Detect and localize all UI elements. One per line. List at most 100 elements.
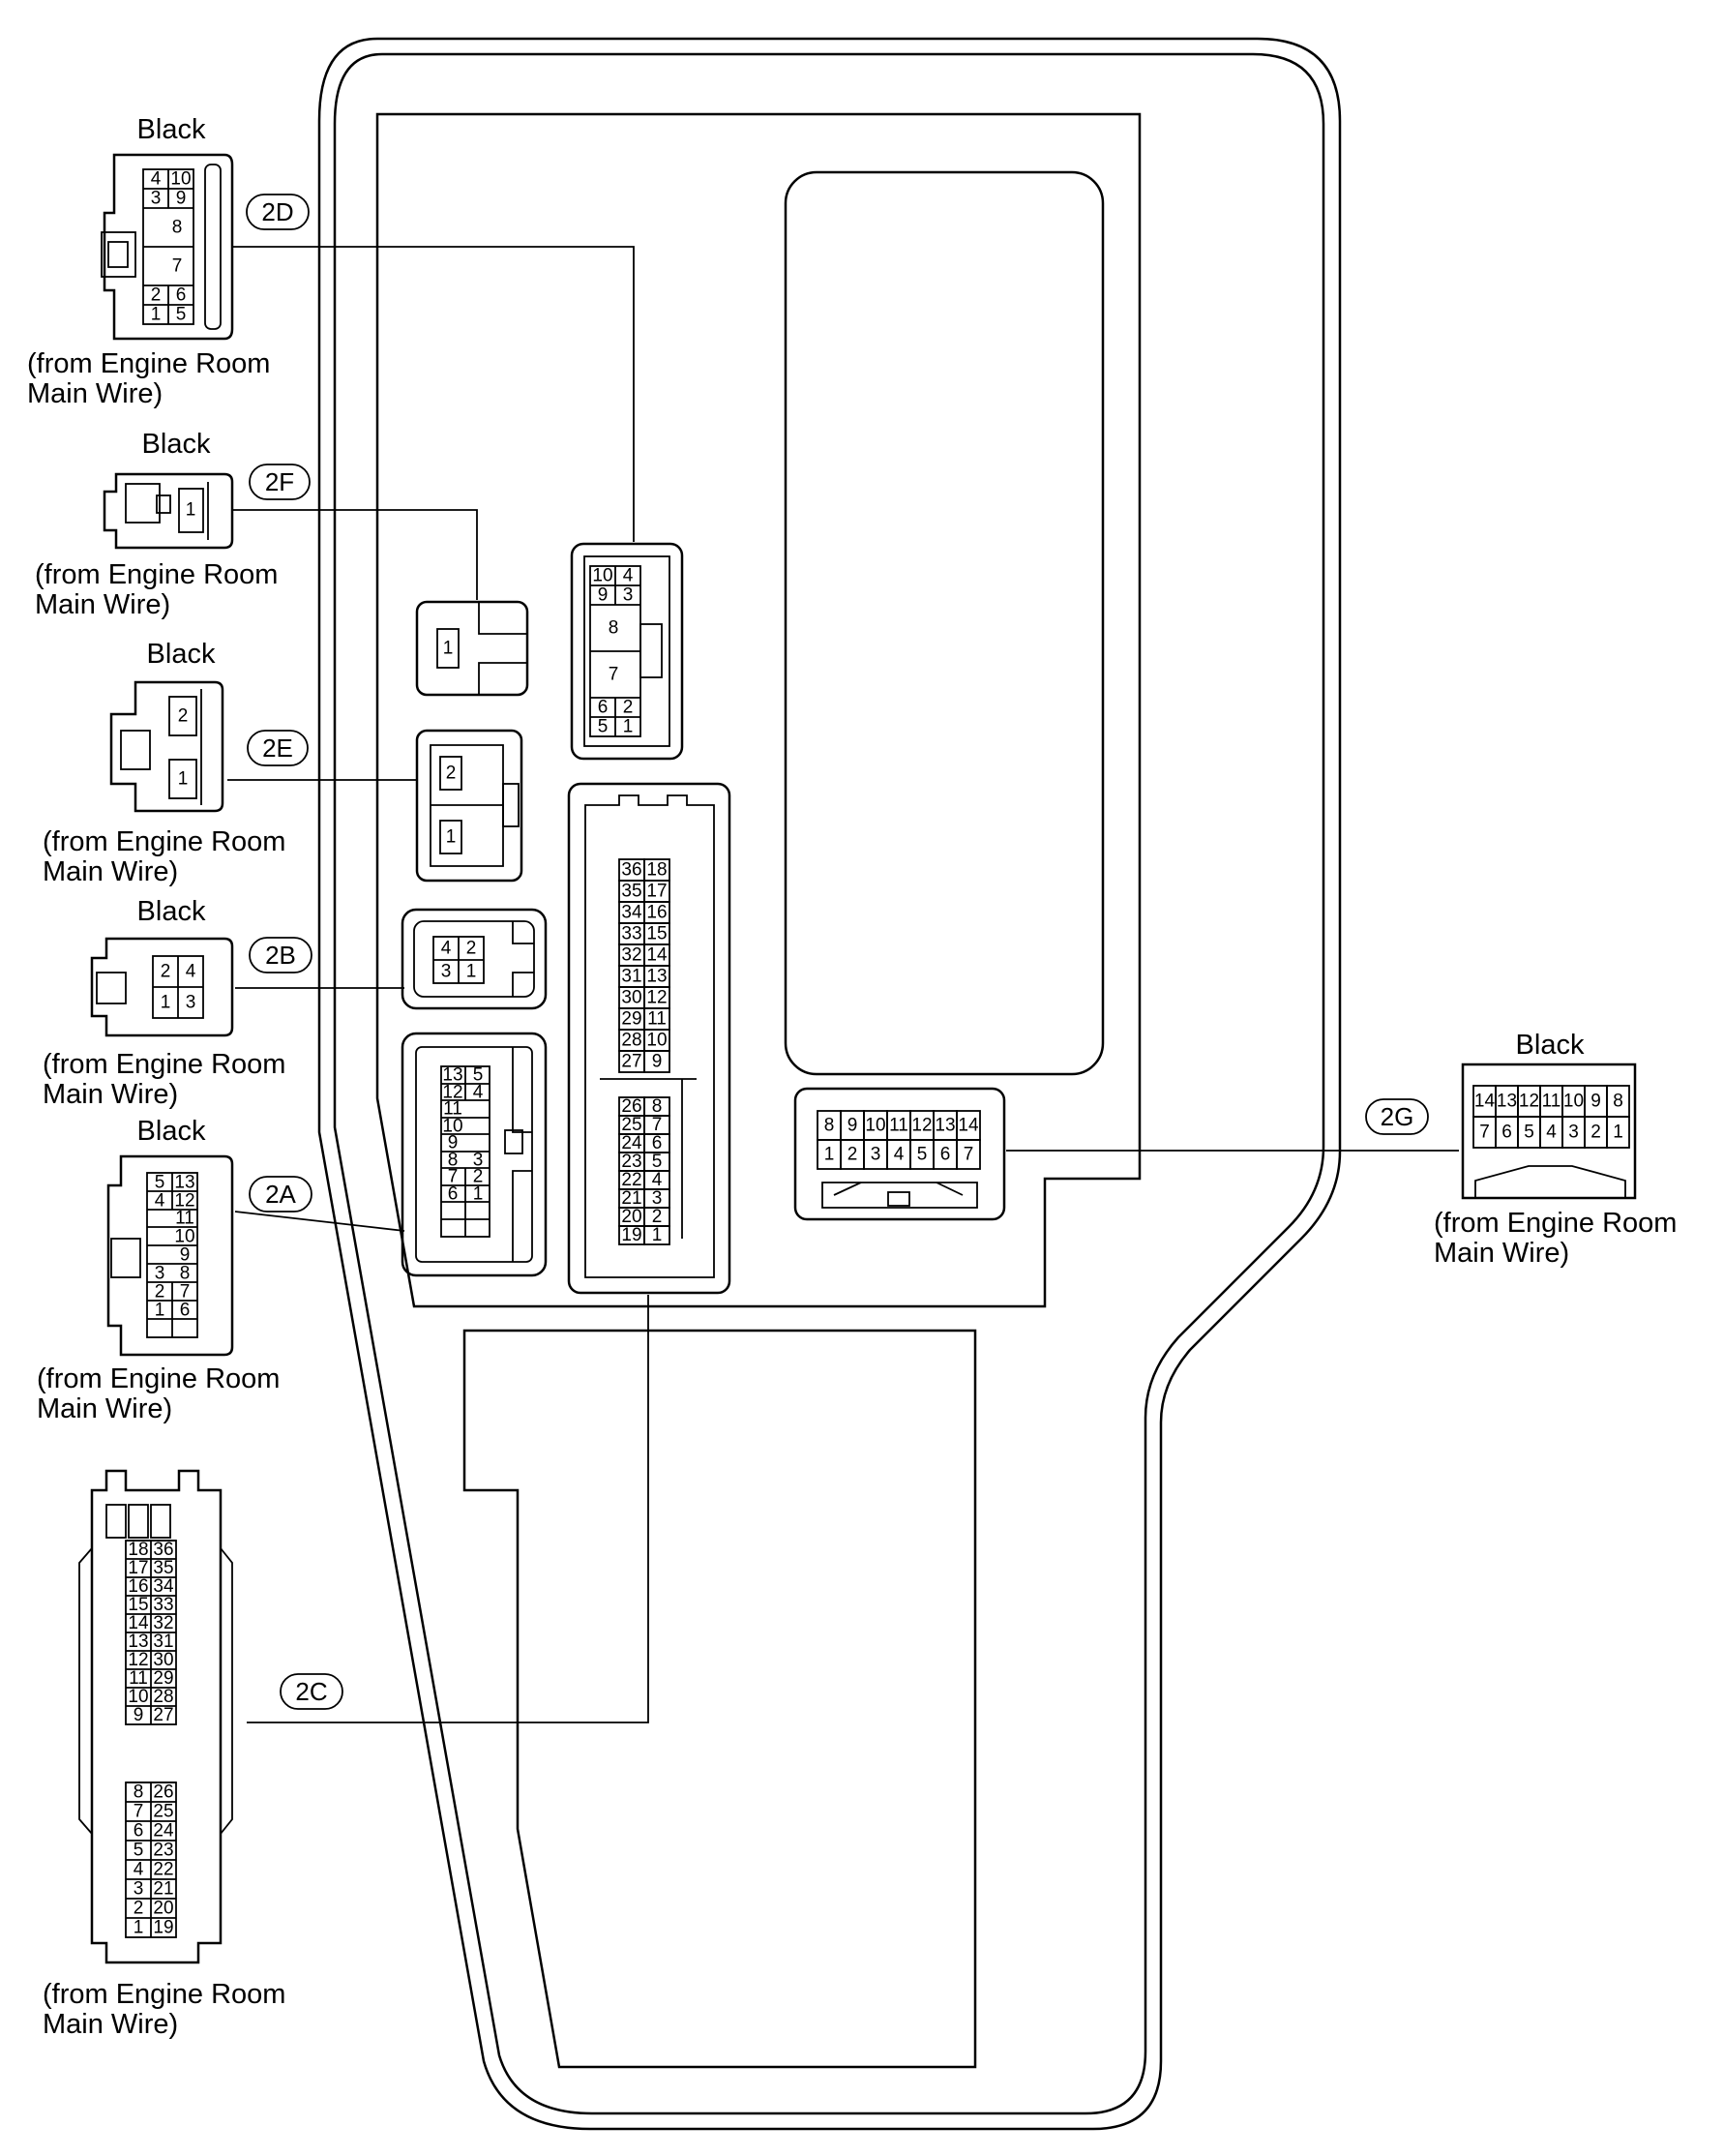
pin-2C-22: 22 (153, 1860, 173, 1880)
socket-pin-2C-31: 31 (621, 967, 641, 987)
socket-pin-grid-2A: 13 5 12 4 11 10 9 8 3 7 2 6 1 (440, 1065, 490, 1238)
socket-pin-2D-1: 1 (623, 717, 634, 737)
socket-pin-2G-4: 4 (894, 1145, 905, 1165)
socket-2B: 4 2 3 1 (401, 908, 548, 1010)
pin-2C-24: 24 (153, 1821, 174, 1842)
socket-pin-2G-5: 5 (917, 1145, 928, 1165)
note-2F-line1: (from Engine Room (35, 559, 278, 590)
pin-2C-11: 11 (129, 1668, 148, 1689)
socket-pin-2G-7: 7 (964, 1145, 974, 1165)
pin-2C-10: 10 (128, 1687, 148, 1707)
socket-pin-2E-2: 2 (446, 764, 457, 784)
pin-2D-1: 1 (151, 305, 162, 325)
color-label-2B: Black (137, 896, 206, 927)
connector-2A: 5 13 4 12 11 10 9 3 8 2 7 1 6 (106, 1154, 234, 1357)
pin-2G-1: 1 (1613, 1123, 1623, 1143)
pin-2C-30: 30 (153, 1650, 173, 1670)
callout-2E: 2E (247, 730, 309, 766)
pin-2D-3: 3 (151, 189, 162, 209)
pin-2C-34: 34 (153, 1576, 174, 1597)
socket-pin-2C-28: 28 (621, 1031, 641, 1051)
socket-pin-2C-32: 32 (621, 945, 641, 966)
pin-2A-2: 2 (155, 1282, 165, 1303)
socket-pin-2C-11: 11 (647, 1009, 667, 1030)
pin-2C-15: 15 (128, 1595, 148, 1615)
leader-lines (227, 246, 1459, 1723)
pin-2C-16: 16 (128, 1576, 148, 1597)
pin-2A-8: 8 (180, 1264, 191, 1284)
pin-2C-2: 2 (134, 1899, 144, 1919)
socket-pin-2C-19: 19 (621, 1225, 641, 1245)
pin-2A-3: 3 (155, 1264, 165, 1284)
pin-2C-32: 32 (153, 1613, 173, 1633)
pin-2G-3: 3 (1568, 1123, 1579, 1143)
socket-pin-2A-12: 12 (442, 1083, 462, 1103)
callout-2D-text: 2D (261, 197, 293, 226)
pin-2C-33: 33 (153, 1595, 173, 1615)
callout-2A: 2A (249, 1176, 312, 1213)
socket-pin-2A-11: 11 (443, 1099, 462, 1120)
connector-2D: 4 10 3 9 8 7 2 6 1 5 (101, 153, 234, 341)
pin-2C-26: 26 (153, 1782, 173, 1803)
socket-pin-2D-7: 7 (609, 665, 619, 685)
socket-pin-2G-13: 13 (935, 1116, 955, 1136)
socket-pin-2B-1: 1 (466, 962, 477, 982)
socket-pin-2A-3: 3 (473, 1151, 484, 1171)
color-labels: Black Black Black Black Black Black (137, 114, 1585, 1147)
note-2E-line2: Main Wire) (43, 856, 178, 887)
callout-2F: 2F (249, 464, 311, 500)
note-2D-line2: Main Wire) (27, 378, 163, 409)
pin-2C-13: 13 (128, 1632, 148, 1652)
socket-pin-2E-1: 1 (446, 827, 457, 848)
callout-2G-text: 2G (1381, 1102, 1414, 1131)
socket-pin-2B-2: 2 (466, 939, 477, 959)
callout-2E-text: 2E (262, 734, 293, 763)
pin-2C-3: 3 (134, 1879, 144, 1900)
pin-2A-4: 4 (155, 1191, 165, 1212)
socket-pin-2C-20: 20 (621, 1207, 641, 1227)
pin-2G-14: 14 (1474, 1092, 1496, 1112)
color-label-2F: Black (142, 429, 211, 460)
socket-pin-2C-17: 17 (646, 882, 667, 902)
pin-2A-1: 1 (155, 1301, 165, 1321)
callout-2D: 2D (246, 194, 310, 230)
pin-2C-9: 9 (134, 1705, 144, 1725)
pin-2A-5: 5 (155, 1173, 165, 1193)
pin-2A-9: 9 (180, 1245, 191, 1266)
socket-pin-2G-3: 3 (871, 1145, 881, 1165)
pin-2G-5: 5 (1524, 1123, 1534, 1143)
pin-2G-4: 4 (1546, 1123, 1557, 1143)
note-2G-line1: (from Engine Room (1434, 1208, 1677, 1239)
pin-grid-2B: 2 4 1 3 (152, 955, 204, 1019)
socket-pin-2C-9: 9 (652, 1052, 663, 1072)
socket-pin-2C-21: 21 (621, 1188, 641, 1209)
socket-pin-2C-18: 18 (646, 860, 667, 881)
pin-2D-4: 4 (151, 169, 162, 190)
socket-pin-2G-12: 12 (911, 1116, 932, 1136)
note-2B-line2: Main Wire) (43, 1079, 178, 1110)
pin-2C-4: 4 (134, 1860, 144, 1880)
pin-2C-18: 18 (128, 1540, 148, 1560)
socket-pin-2G-9: 9 (847, 1116, 858, 1136)
callout-2C: 2C (280, 1673, 343, 1710)
connector-2E: 2 1 (109, 680, 224, 813)
connector-2F: 1 (103, 472, 234, 550)
socket-pin-2C-34: 34 (621, 903, 642, 923)
socket-pin-2F-1: 1 (443, 639, 454, 659)
socket-pin-2B-3: 3 (441, 962, 452, 982)
socket-pin-2C-25: 25 (621, 1115, 641, 1135)
socket-pin-2C-24: 24 (621, 1133, 642, 1153)
pin-2G-11: 11 (1542, 1092, 1561, 1112)
socket-pin-2D-4: 4 (623, 566, 634, 586)
connector-2B: 2 4 1 3 (90, 937, 234, 1037)
pin-grid-2D: 4 10 3 9 8 7 2 6 1 5 (142, 168, 194, 325)
socket-pin-2G-11: 11 (889, 1116, 908, 1136)
note-2D-line1: (from Engine Room (27, 348, 270, 379)
socket-pin-2C-6: 6 (652, 1133, 663, 1153)
socket-pin-2C-3: 3 (652, 1188, 663, 1209)
pin-2D-6: 6 (176, 285, 187, 306)
pin-2A-12: 12 (174, 1191, 194, 1212)
